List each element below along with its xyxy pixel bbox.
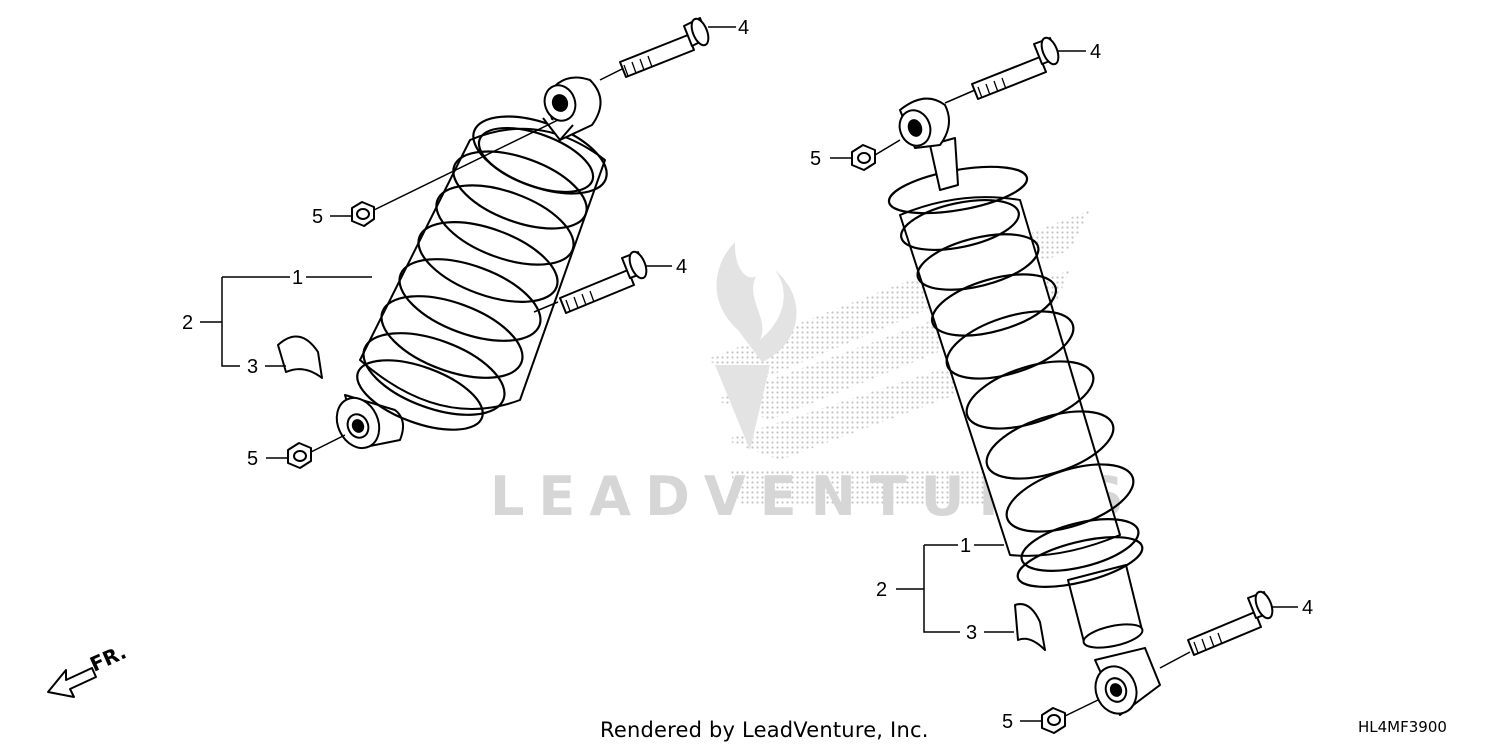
callout-right-set: 2 xyxy=(876,579,887,601)
left-spring xyxy=(356,115,608,431)
right-upper-eye xyxy=(898,97,959,191)
left-upper-bolt xyxy=(619,17,710,78)
callout-right-bolt-bottom: 4 xyxy=(1302,597,1313,619)
right-spring xyxy=(887,165,1144,588)
callout-right-nut-bottom: 5 xyxy=(1002,711,1013,733)
callout-left-shock: 1 xyxy=(292,267,303,289)
rendered-by-credit: Rendered by LeadVenture, Inc. xyxy=(600,718,929,742)
left-lower-eye xyxy=(335,394,405,450)
arrow-left-down-icon xyxy=(47,667,97,698)
front-label: FR. xyxy=(86,640,130,677)
flame-logo-watermark xyxy=(715,242,797,450)
left-upper-nut xyxy=(351,201,375,227)
right-damper-body xyxy=(899,196,1121,557)
left-lower-nut xyxy=(287,442,312,469)
callout-left-bolt-top: 4 xyxy=(738,17,749,39)
left-callout-numbers: 4 4 5 5 1 2 3 xyxy=(182,17,749,470)
callout-right-label: 3 xyxy=(966,622,977,644)
callout-right-bolt-top: 4 xyxy=(1090,41,1101,63)
callout-left-nut-bottom: 5 xyxy=(247,448,258,470)
right-upper-nut xyxy=(851,144,876,171)
callout-left-bolt-mid: 4 xyxy=(676,256,687,278)
right-lower-bolt xyxy=(1187,590,1274,656)
left-middle-bolt xyxy=(559,250,648,314)
front-direction-arrow: FR. xyxy=(47,640,130,698)
left-label-sticker xyxy=(277,335,323,379)
left-callout-leaders xyxy=(200,26,736,459)
callout-left-nut-top: 5 xyxy=(312,206,323,228)
right-upper-bolt xyxy=(971,36,1060,100)
right-callout-leaders xyxy=(830,50,1298,722)
right-lower-shaft xyxy=(1067,564,1161,716)
right-callout-numbers: 4 4 5 5 1 2 3 xyxy=(810,41,1313,733)
right-shock-assembly xyxy=(851,36,1274,734)
callout-left-label: 3 xyxy=(247,356,258,378)
right-label-sticker xyxy=(1014,603,1046,651)
callout-right-shock: 1 xyxy=(960,535,971,557)
callout-right-nut-top: 5 xyxy=(810,148,821,170)
diagram-code: HL4MF3900 xyxy=(1358,718,1447,736)
callout-left-set: 2 xyxy=(182,312,193,334)
left-upper-eye xyxy=(542,76,602,141)
right-lower-nut xyxy=(1041,707,1066,734)
left-shock-assembly xyxy=(277,17,710,469)
